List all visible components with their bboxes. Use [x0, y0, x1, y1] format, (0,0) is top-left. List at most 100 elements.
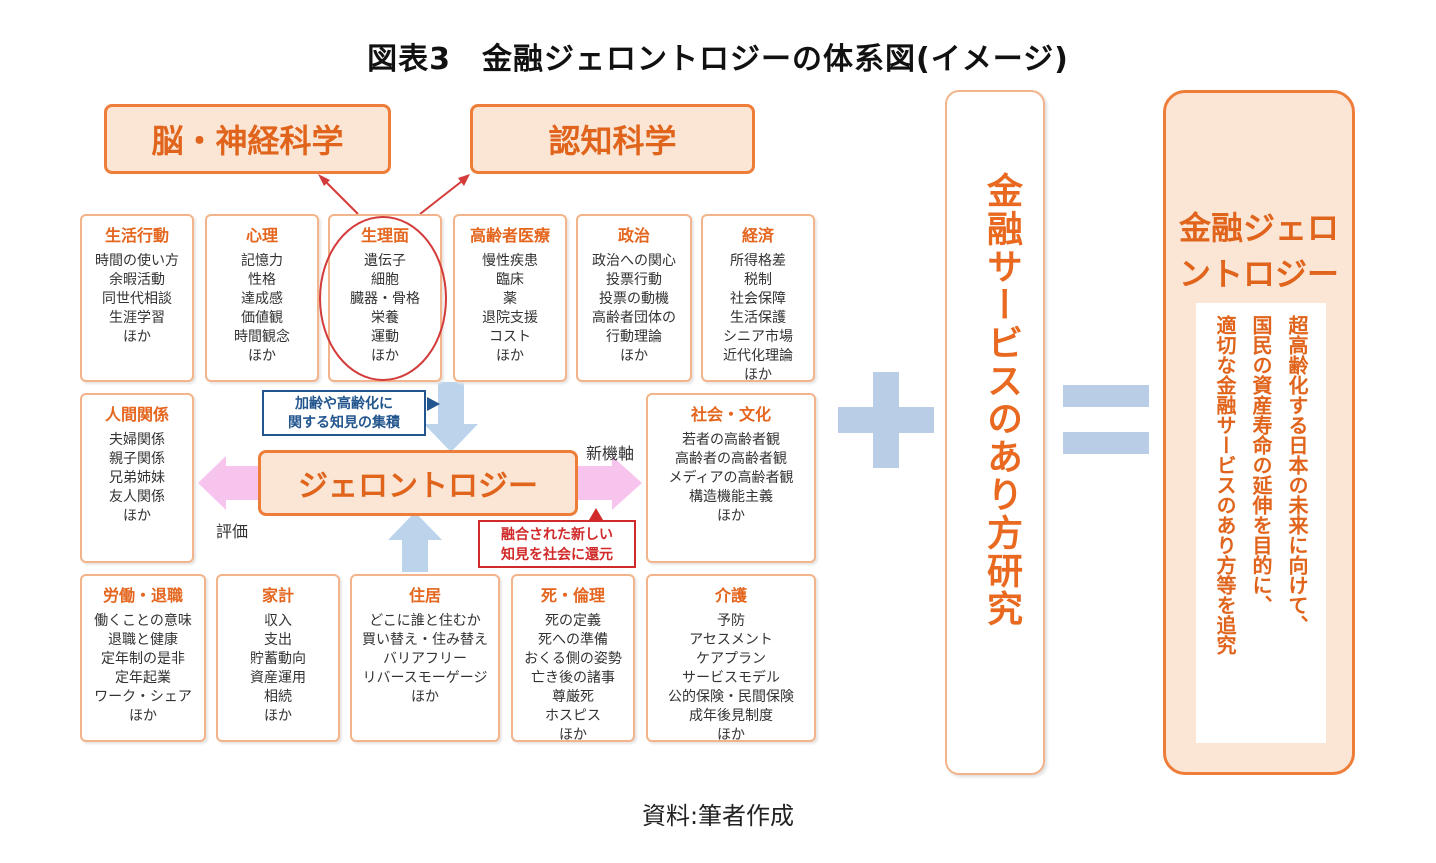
domain-box-psych: 心理 記憶力 性格 達成感 価値観 時間観念 ほか — [205, 214, 319, 382]
domain-item: ほか — [123, 329, 151, 345]
new-axis-label: 新機軸 — [586, 444, 635, 463]
domain-item: 達成感 — [241, 291, 283, 307]
figure-title: 図表3 金融ジェロントロジーの体系図(イメージ) — [367, 42, 1069, 77]
domain-item: どこに誰と住むか — [369, 613, 481, 629]
domain-title-death: 死・倫理 — [540, 586, 605, 605]
domain-item: 兄弟姉妹 — [109, 470, 165, 486]
arrow-to-society — [578, 456, 642, 510]
financial-gerontology-title: 金融ジェロ ントロジー — [1166, 205, 1352, 297]
domain-item: 税制 — [744, 272, 772, 288]
domain-item: コスト — [489, 329, 531, 345]
domain-item: 定年起業 — [115, 670, 171, 686]
domain-item: 同世代相談 — [102, 291, 172, 307]
domain-item: 投票の動機 — [599, 291, 669, 307]
domain-item: ほか — [411, 689, 439, 705]
return-to-society-note: 融合された新しい 知見を社会に還元 — [478, 520, 636, 568]
result-description-line: 適切な金融サービスのあり方等を追究 — [1213, 315, 1237, 655]
domain-item: 所得格差 — [730, 253, 786, 269]
domain-box-economy: 経済 所得格差 税制 社会保障 生活保護 シニア市場 近代化理論 ほか — [701, 214, 815, 383]
domain-item: 記憶力 — [241, 253, 283, 269]
blue-note-pointer — [427, 397, 440, 411]
domain-item: ホスピス — [545, 708, 601, 724]
domain-item: 政治への関心 — [592, 253, 676, 269]
result-description-line: 国民の資産寿命の延伸を目的に、 — [1249, 315, 1273, 615]
domain-item: バリアフリー — [383, 651, 467, 667]
domain-item: 余暇活動 — [109, 272, 165, 288]
domain-box-politics: 政治 政治への関心 投票行動 投票の動機 高齢者団体の 行動理論 ほか — [576, 214, 692, 382]
gerontology-center-box: ジェロントロジー — [258, 450, 578, 516]
domain-item: シニア市場 — [723, 329, 793, 345]
domain-item: 性格 — [248, 272, 276, 288]
domain-item: 公的保険・民間保険 — [668, 689, 794, 705]
evaluation-label: 評価 — [216, 522, 249, 541]
domain-title-labor: 労働・退職 — [102, 586, 183, 605]
result-title-line: ントロジー — [1178, 255, 1339, 293]
domain-item: 退職と健康 — [108, 632, 178, 648]
note-line: 融合された新しい — [501, 527, 613, 543]
domain-item: 社会保障 — [730, 291, 786, 307]
domain-item: 生涯学習 — [109, 310, 165, 326]
domain-item: 時間観念 — [234, 329, 290, 345]
domain-item: 買い替え・住み替え — [362, 632, 488, 648]
domain-item: 死への準備 — [538, 632, 608, 648]
domain-title-housing: 住居 — [408, 586, 441, 605]
domain-item: 投票行動 — [606, 272, 662, 288]
domain-item: ほか — [717, 508, 745, 524]
domain-item: 亡き後の諸事 — [531, 670, 615, 686]
knowledge-accumulation-note: 加齢や高齢化に 関する知見の集積 — [262, 390, 426, 436]
result-description-line: 超高齢化する日本の未来に向けて、 — [1285, 315, 1309, 635]
domain-item: 近代化理論 — [723, 348, 793, 364]
domain-item: 構造機能主義 — [689, 489, 773, 505]
domain-item: 時間の使い方 — [95, 253, 179, 269]
domain-item: ワーク・シェア — [94, 689, 192, 705]
arrow-up-into-center — [388, 512, 442, 572]
domain-item: サービスモデル — [682, 670, 780, 686]
financial-service-research-label: 金融サービスのあり方研究 — [981, 172, 1022, 628]
domain-item: 親子関係 — [109, 451, 165, 467]
domain-title-psych: 心理 — [245, 226, 278, 245]
physiology-highlight-circle — [319, 216, 447, 381]
domain-item: 成年後見制度 — [689, 708, 773, 724]
domain-item: おくる側の姿勢 — [524, 651, 622, 667]
domain-item: 薬 — [503, 291, 517, 307]
financial-service-research-box: 金融サービスのあり方研究 — [945, 90, 1045, 775]
domain-item: 高齢者の高齢者観 — [675, 451, 787, 467]
domain-item: 高齢者団体の — [592, 310, 676, 326]
domain-title-society: 社会・文化 — [690, 405, 771, 424]
domain-item: 夫婦関係 — [109, 432, 165, 448]
domain-item: ほか — [620, 348, 648, 364]
domain-box-labor: 労働・退職 働くことの意味 退職と健康 定年制の是非 定年起業 ワーク・シェア … — [80, 574, 206, 742]
domain-item: ほか — [248, 348, 276, 364]
domain-title-economy: 経済 — [741, 226, 774, 245]
note-line: 加齢や高齢化に — [295, 396, 393, 412]
result-title-line: 金融ジェロ — [1178, 209, 1339, 247]
arrow-down-into-center — [424, 382, 478, 452]
result-description-panel: 超高齢化する日本の未来に向けて、 国民の資産寿命の延伸を目的に、 適切な金融サー… — [1196, 303, 1326, 743]
arrow-to-brain-head — [318, 174, 330, 186]
cognitive-science-box: 認知科学 — [470, 104, 755, 174]
arrow-to-relations — [198, 456, 258, 510]
domain-title-care: 介護 — [714, 586, 747, 605]
domain-item: 収入 — [264, 613, 292, 629]
domain-item: ほか — [123, 508, 151, 524]
domain-item: リバースモーゲージ — [362, 670, 488, 686]
domain-item: 死の定義 — [545, 613, 601, 629]
domain-item: 尊厳死 — [552, 689, 594, 705]
domain-item: 予防 — [717, 613, 745, 629]
domain-item: ケアプラン — [696, 651, 766, 667]
domain-item: 行動理論 — [606, 329, 662, 345]
domain-box-care: 介護 予防 アセスメント ケアプラン サービスモデル 公的保険・民間保険 成年後… — [646, 574, 816, 743]
equals-top — [1063, 385, 1149, 407]
domain-item: 働くことの意味 — [94, 613, 192, 629]
domain-box-life: 生活行動 時間の使い方 余暇活動 同世代相談 生涯学習 ほか — [80, 214, 194, 382]
domain-item: アセスメント — [689, 632, 773, 648]
domain-item: 価値観 — [241, 310, 283, 326]
arrow-to-brain — [321, 177, 359, 215]
financial-gerontology-box: 金融ジェロ ントロジー 超高齢化する日本の未来に向けて、 国民の資産寿命の延伸を… — [1163, 90, 1355, 775]
domain-box-death: 死・倫理 死の定義 死への準備 おくる側の姿勢 亡き後の諸事 尊厳死 ホスピス … — [511, 574, 635, 743]
arrow-to-cognitive — [419, 177, 467, 215]
domain-item: 若者の高齢者観 — [682, 432, 780, 448]
domain-item: ほか — [496, 348, 524, 364]
domain-item: 資産運用 — [250, 670, 306, 686]
